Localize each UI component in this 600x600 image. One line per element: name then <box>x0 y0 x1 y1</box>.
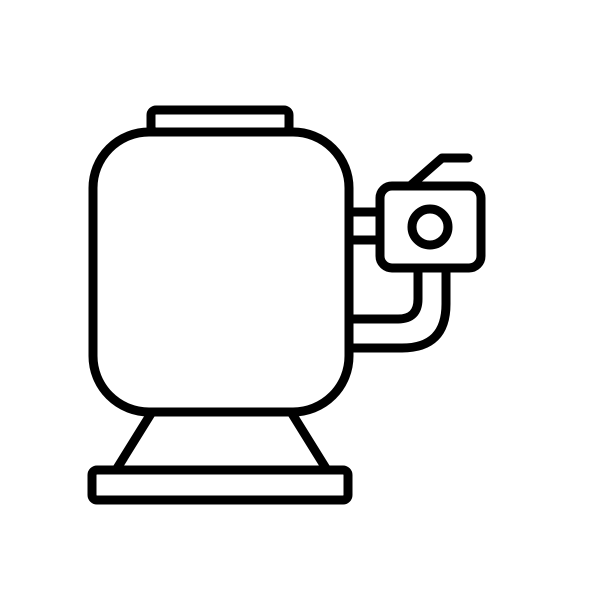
tank-stand <box>111 407 332 475</box>
return-pipe-inner <box>344 263 423 324</box>
return-pipe-outer <box>344 263 451 353</box>
valve-connector <box>344 207 385 245</box>
filter-tank-group <box>87 105 354 505</box>
tank-body <box>88 127 354 417</box>
valve-handle <box>405 153 473 191</box>
valve-group <box>344 153 486 353</box>
tank-base <box>87 465 353 505</box>
valve-box <box>375 181 486 273</box>
valve-dial <box>407 204 453 250</box>
